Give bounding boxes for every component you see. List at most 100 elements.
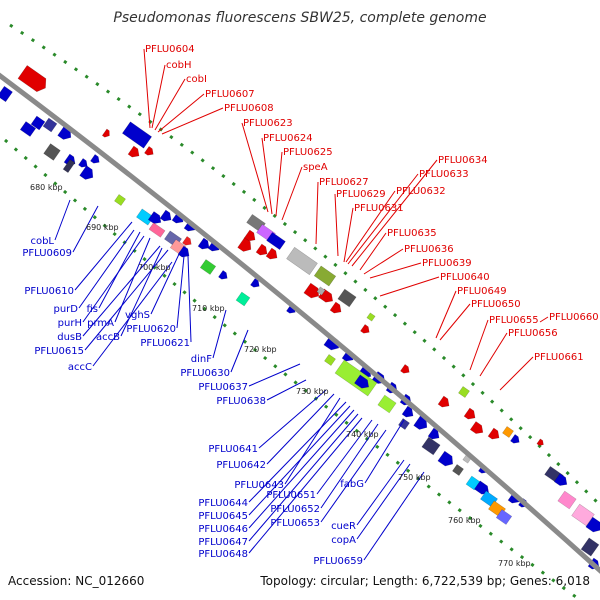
gene-feature (510, 434, 520, 444)
gene-feature (90, 154, 100, 164)
gene-label-pflu0634: PFLU0634 (438, 155, 488, 166)
leader-line (72, 205, 99, 253)
top-leader-lines (143, 48, 549, 391)
gene-feature (398, 418, 410, 430)
gene-label-pflu0635: PFLU0635 (387, 228, 437, 239)
gene-label-pflu0608: PFLU0608 (224, 103, 274, 114)
gene-feature (458, 386, 470, 398)
leader-line (275, 151, 283, 217)
gene-label-pflu0659: PFLU0659 (313, 556, 363, 567)
gene-label-purd: purD (54, 304, 79, 315)
gene-feature (62, 159, 76, 173)
gene-label-pflu0630: PFLU0630 (180, 368, 230, 379)
gene-label-pflu0621: PFLU0621 (140, 338, 190, 349)
gene-feature (218, 270, 228, 280)
gene-label-pflu0609: PFLU0609 (22, 248, 72, 259)
leader-line (161, 107, 224, 135)
gene-label-pflu0638: PFLU0638 (216, 396, 266, 407)
leader-line (320, 423, 379, 509)
gene-label-pflu0633: PFLU0633 (419, 169, 469, 180)
kbp-label-710-kbp: 710 kbp (192, 304, 225, 313)
gene-label-pflu0641: PFLU0641 (208, 444, 258, 455)
gene-feature (469, 421, 484, 434)
gene-feature (324, 354, 336, 366)
leader-line (212, 309, 227, 359)
leader-line (363, 471, 425, 561)
leader-line (435, 290, 457, 339)
gene-feature (495, 509, 513, 525)
gene-feature (286, 246, 318, 276)
leader-line (248, 401, 347, 503)
gene-feature (360, 324, 370, 334)
gene-label-pflu0625: PFLU0625 (283, 147, 333, 158)
leader-line (248, 413, 359, 542)
leader-line (143, 48, 151, 129)
leader-line (78, 229, 135, 309)
gene-label-pflu0631: PFLU0631 (354, 203, 404, 214)
gene-label-cobl: cobL (30, 236, 54, 247)
gene-feature (159, 209, 172, 222)
gene-label-pflu0627: PFLU0627 (319, 177, 369, 188)
gene-feature (148, 222, 166, 238)
gene-label-pflu0624: PFLU0624 (263, 133, 313, 144)
leader-line (84, 249, 169, 351)
gene-label-purh: purH (58, 318, 82, 329)
leader-line (364, 419, 405, 484)
leader-line (150, 251, 181, 315)
gene-feature (266, 231, 286, 251)
gene-feature (42, 117, 58, 133)
gene-feature (580, 537, 600, 557)
gene-feature (177, 245, 190, 258)
leader-line (54, 199, 71, 241)
leader-line (284, 397, 341, 485)
tick-track-inner (4, 138, 581, 600)
gene-feature (243, 229, 256, 242)
gene-feature (235, 291, 251, 307)
gene-label-cobh: cobH (166, 60, 191, 71)
gene-label-pflu0650: PFLU0650 (471, 299, 521, 310)
gene-feature (463, 407, 476, 420)
leader-line (248, 363, 301, 387)
kbp-label-750-kbp: 750 kbp (398, 473, 431, 482)
kbp-label-720-kbp: 720 kbp (244, 345, 277, 354)
gene-label-pflu0620: PFLU0620 (126, 324, 176, 335)
leader-line (154, 78, 186, 131)
leader-line (82, 235, 145, 323)
gene-feature (452, 464, 464, 476)
leader-line (241, 122, 269, 213)
gene-feature (329, 301, 342, 314)
gene-label-pflu0623: PFLU0623 (243, 118, 293, 129)
leader-line (82, 245, 161, 337)
gene-feature (585, 516, 600, 533)
bottom-leader-lines (54, 199, 425, 561)
leader-line (187, 255, 192, 343)
leader-line (230, 329, 249, 373)
gene-feature (502, 426, 514, 438)
kbp-label-680-kbp: 680 kbp (30, 183, 63, 192)
gene-feature (78, 158, 88, 168)
kbp-label-700-kbp: 700 kbp (138, 263, 171, 272)
gene-label-pflu0632: PFLU0632 (396, 186, 446, 197)
gene-feature (303, 282, 320, 299)
leader-line (439, 303, 471, 341)
gene-label-cuer: cueR (331, 521, 356, 532)
gene-feature (400, 364, 410, 374)
gene-label-accc: accC (68, 362, 92, 373)
gene-label-vghs: vghS (125, 310, 150, 321)
gene-label-dusb: dusB (57, 332, 82, 343)
gene-label-pflu0629: PFLU0629 (336, 189, 386, 200)
leader-line (343, 207, 354, 263)
gene-label-pflu0607: PFLU0607 (205, 89, 255, 100)
gene-label-pflu0645: PFLU0645 (198, 511, 248, 522)
gene-label-pflu0660: PFLU0660 (549, 312, 599, 323)
gene-feature (316, 286, 326, 296)
gene-feature (182, 236, 192, 246)
gene-label-pflu0656: PFLU0656 (508, 328, 558, 339)
leader-line (479, 332, 508, 377)
gene-label-prma: prmA (87, 318, 114, 329)
leader-line (320, 429, 387, 523)
leader-line (539, 316, 549, 323)
